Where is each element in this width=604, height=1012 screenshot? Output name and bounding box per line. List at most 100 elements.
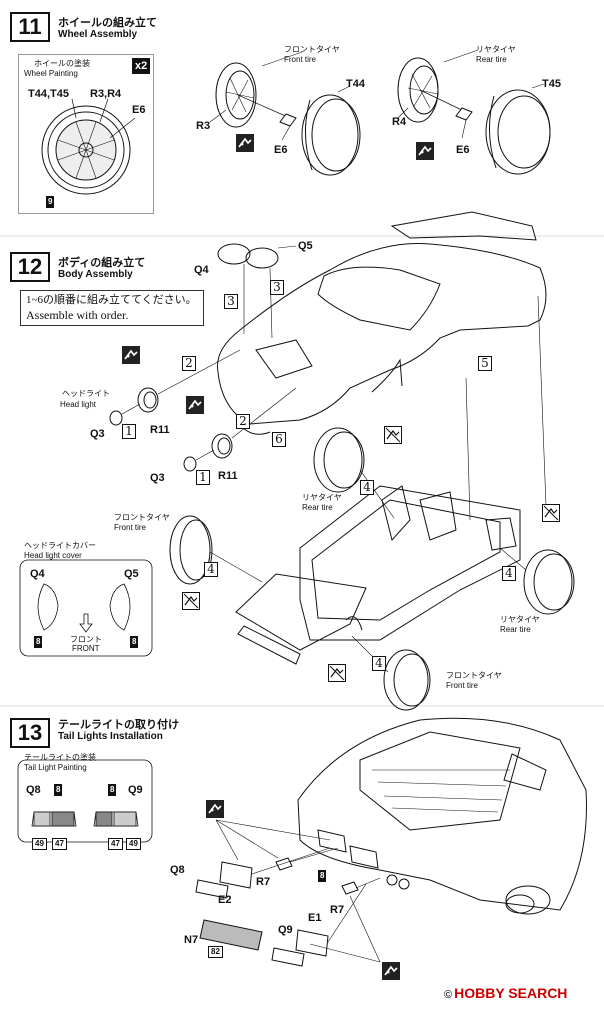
front-tire-label-jp: フロントタイヤ	[114, 513, 170, 522]
part-q8: Q8	[170, 864, 185, 876]
headlight-cover-label-jp: ヘッドライトカバー	[24, 541, 96, 550]
part-r11-upper: R11	[150, 424, 170, 436]
watermark-copyright: ©	[444, 989, 453, 1001]
paint-q8-color-47: 47	[52, 838, 67, 850]
rear-tire-label-en: Rear tire	[302, 503, 333, 512]
paint-label-e6: E6	[132, 104, 146, 116]
part-r3: R3	[196, 120, 211, 132]
step-13-title-jp: テールライトの取り付け	[58, 719, 179, 731]
step-12-title-en: Body Assembly	[58, 269, 133, 280]
car-body-drawing	[216, 211, 547, 435]
rear-tire-label-jp: リヤタイヤ	[302, 493, 342, 502]
order-step-1: 1	[122, 424, 136, 439]
rear-tire-label-en: Rear tire	[476, 55, 507, 64]
cement-icon	[122, 346, 140, 364]
order-step-2: 2	[182, 356, 196, 371]
order-step-4c: 4	[502, 566, 516, 581]
part-e6-front: E6	[274, 144, 288, 156]
headlight-cover-drawing	[19, 559, 153, 657]
part-r11-lower: R11	[218, 470, 238, 482]
front-wheel-drawing	[209, 51, 361, 176]
part-t44: T44	[346, 78, 365, 90]
tail-painting-label-jp: テールライトの塗装	[24, 753, 96, 762]
order-step-5: 5	[478, 356, 492, 371]
paint-q8-color: 8	[54, 784, 63, 796]
assembly-order-note-en: Assemble with order.	[26, 308, 129, 322]
tail-painting-label-en: Tail Light Painting	[24, 763, 87, 772]
step-11-title-jp: ホイールの組み立て	[58, 17, 157, 29]
step-13-number: 13	[10, 718, 50, 748]
part-q5: Q5	[298, 240, 313, 252]
order-step-3: 3	[224, 294, 238, 309]
paint-color-badge: 9	[46, 196, 55, 208]
paint-q9-color-47: 47	[108, 838, 123, 850]
order-step-2b: 2	[236, 414, 250, 429]
front-tire-label-en: Front tire	[284, 55, 317, 64]
cover-part-q4: Q4	[30, 568, 45, 580]
cement-icon	[206, 800, 224, 818]
rear-tire2-label-en: Rear tire	[500, 625, 531, 634]
paint-q9-color: 8	[108, 784, 117, 796]
front-tire2-label-en: Front tire	[446, 681, 479, 690]
part-q3-upper: Q3	[90, 428, 105, 440]
order-step-4a: 4	[360, 480, 374, 495]
wheel-painting-en: Wheel Painting	[24, 69, 78, 78]
assembly-order-note-jp: 1~6の順番に組み立ててください。	[26, 294, 197, 306]
order-step-1b: 1	[196, 470, 210, 485]
paint-q9-color-49: 49	[126, 838, 141, 850]
part-t45: T45	[542, 78, 561, 90]
part-q9: Q9	[278, 924, 293, 936]
tail-car-drawing	[297, 717, 587, 915]
no-cement-icon	[384, 426, 402, 444]
front-tire2-label-jp: フロントタイヤ	[446, 671, 502, 680]
order-step-4d: 4	[372, 656, 386, 671]
part-e2: E2	[218, 894, 232, 906]
rear-wheel-drawing	[397, 49, 551, 175]
order-step-6: 6	[272, 432, 286, 447]
tail-color-badge: 8	[318, 870, 327, 882]
wheel-painting-box	[18, 54, 154, 214]
paint-label-t44-t45: T44,T45	[28, 88, 69, 100]
order-step-3b: 3	[270, 280, 284, 295]
wheel-painting-drawing	[41, 98, 136, 195]
tail-parts-drawing	[195, 819, 381, 967]
cover-color-badge-left: 8	[34, 636, 43, 648]
step-12-title-jp: ボディの組み立て	[58, 257, 146, 269]
headlight-label-en: Head light	[60, 400, 97, 409]
cement-icon	[186, 396, 204, 414]
wheel-painting-jp: ホイールの塗装	[34, 59, 90, 68]
no-cement-icon	[328, 664, 346, 682]
rear-tire-label-jp: リヤタイヤ	[476, 45, 516, 54]
part-q4: Q4	[194, 264, 209, 276]
tail-light-painting-drawing	[17, 759, 153, 843]
part-e6-rear: E6	[456, 144, 470, 156]
part-e1: E1	[308, 912, 322, 924]
paint-label-r3-r4: R3,R4	[90, 88, 122, 100]
front-direction-jp: フロント	[70, 635, 102, 644]
assembly-order-note: 1~6の順番に組み立ててください。 Assemble with order.	[20, 290, 204, 326]
chassis-drawing	[235, 485, 521, 665]
cement-icon	[382, 962, 400, 980]
order-step-4b: 4	[204, 562, 218, 577]
headlight-cover-label-en: Head light cover	[24, 551, 82, 560]
no-cement-icon	[182, 592, 200, 610]
part-q3-lower: Q3	[150, 472, 165, 484]
tire-drawings	[169, 295, 575, 711]
paint-q9: Q9	[128, 784, 143, 796]
cement-icon	[416, 142, 434, 160]
step-11-number: 11	[10, 12, 50, 42]
front-direction-en: FRONT	[72, 644, 100, 653]
n7-color-badge: 82	[208, 946, 223, 958]
paint-q8: Q8	[26, 784, 41, 796]
front-tire-label-jp: フロントタイヤ	[284, 45, 340, 54]
front-tire-label-en: Front tire	[114, 523, 147, 532]
watermark-brand: HOBBY SEARCH	[454, 985, 568, 1001]
rear-tire2-label-jp: リヤタイヤ	[500, 615, 540, 624]
cover-color-badge-right: 8	[130, 636, 139, 648]
paint-q8-color-49: 49	[32, 838, 47, 850]
step-13-title-en: Tail Lights Installation	[58, 731, 163, 742]
cement-icon	[236, 134, 254, 152]
cover-part-q5: Q5	[124, 568, 139, 580]
headlight-label-jp: ヘッドライト	[62, 389, 110, 398]
headlight-drawing	[109, 349, 297, 472]
